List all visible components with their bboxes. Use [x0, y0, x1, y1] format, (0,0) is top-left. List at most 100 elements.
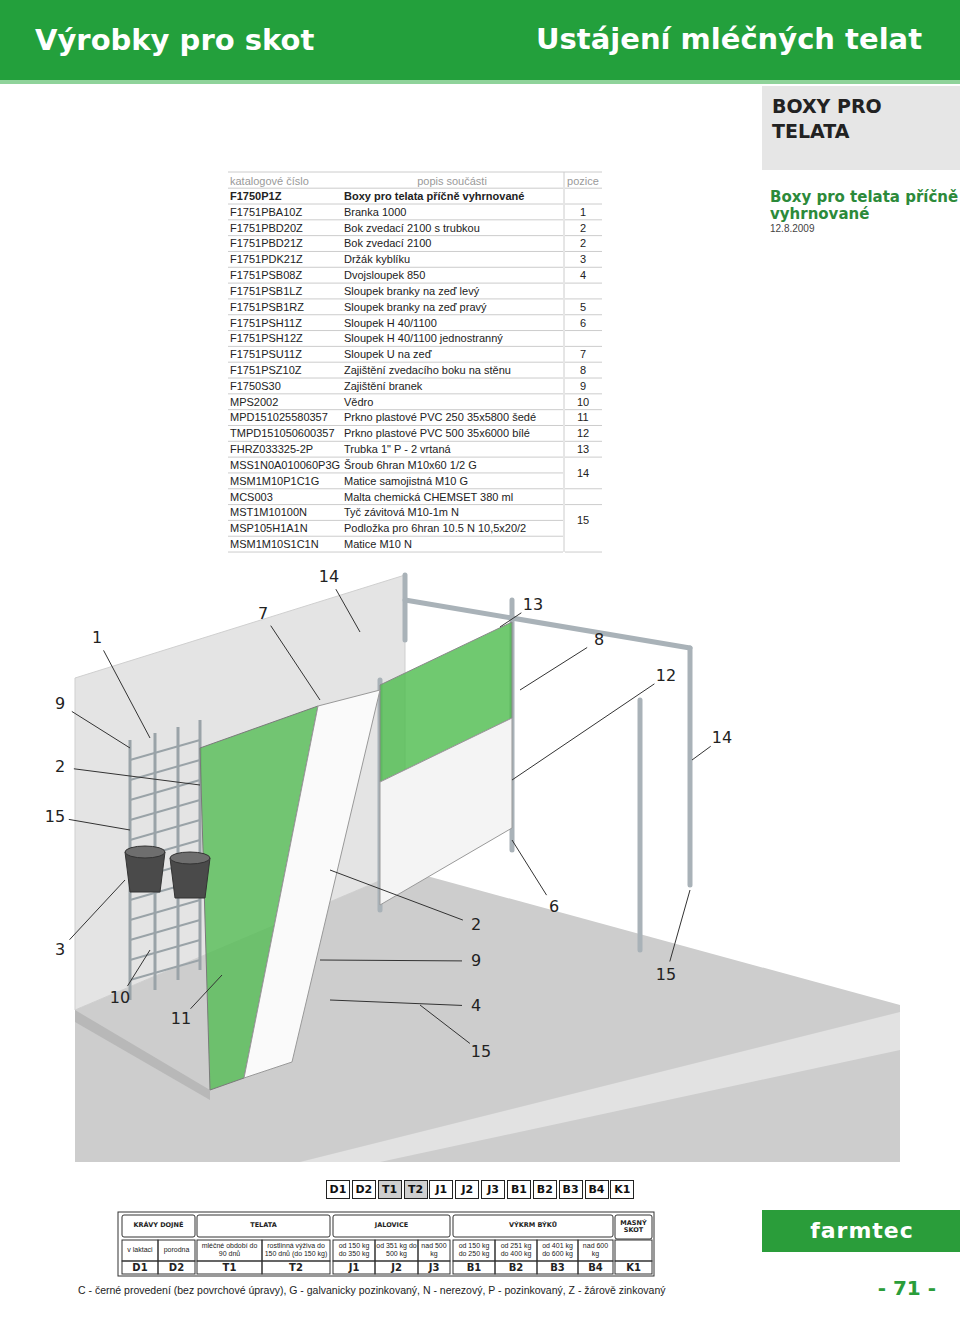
part-description: Tyč závitová M10-1m N: [344, 506, 459, 519]
code-box: B1: [507, 1180, 531, 1199]
category-code: B3: [550, 1262, 565, 1274]
category-range-cell: [615, 1240, 652, 1261]
callout-number: 13: [521, 596, 545, 614]
callout-number: 15: [469, 1043, 493, 1061]
table-rule: [565, 378, 602, 379]
catalog-number: F1751PBD20Z: [230, 221, 303, 234]
callout-number: 6: [547, 898, 561, 916]
table-rule: [228, 552, 563, 553]
table-rule: [228, 457, 563, 458]
table-rule: [228, 283, 563, 284]
callout-number: 14: [710, 729, 734, 747]
category-code-cell: [537, 1261, 578, 1274]
table-rule: [565, 314, 602, 315]
table-rule: [228, 172, 602, 173]
category-code-cell: [453, 1261, 495, 1274]
category-code-cell: [375, 1261, 418, 1274]
code-box: T1: [378, 1180, 402, 1199]
table-rule: [565, 346, 602, 347]
category-code: B2: [509, 1262, 524, 1274]
code-box: J2: [455, 1180, 479, 1199]
part-description: Sloupek H 40/1100 jednostranný: [344, 332, 503, 345]
leader-line: [74, 769, 200, 785]
callout-number: 1: [90, 629, 104, 647]
part-description: Vědro: [344, 395, 373, 408]
gate-rung: [130, 940, 200, 960]
finish-key: C - černé provedení (bez povrchové úprav…: [78, 1284, 665, 1296]
table-rule: [228, 378, 563, 379]
part-description: Sloupek branky na zeď levý: [344, 285, 479, 298]
catalog-number: MPD151025580357: [230, 411, 328, 424]
product-name: Boxy pro telata příčně vyhrnované: [770, 189, 960, 222]
stall-illustration: [125, 846, 165, 858]
leader-line: [520, 647, 587, 690]
catalog-number: F1751PSH11Z: [230, 316, 302, 329]
catalog-number: MST1M10100N: [230, 506, 307, 519]
catalog-number: TMPD151050600357: [230, 427, 335, 440]
table-rule: [565, 251, 602, 252]
gate-rung: [130, 740, 200, 760]
code-text: D2: [355, 1183, 372, 1196]
stall-illustration: [75, 575, 900, 1162]
gate-rung: [130, 920, 200, 940]
part-description: Prkno plastové PVC 250 35x5800 šedé: [344, 411, 536, 424]
category-code: J3: [429, 1262, 440, 1274]
table-rule: [228, 409, 563, 410]
callout-number: 4: [469, 997, 483, 1015]
category-range-cell: [122, 1240, 158, 1261]
leader-line: [512, 840, 547, 895]
part-description: Bok zvedací 2100 s trubkou: [344, 221, 480, 234]
logo-band: [762, 1210, 960, 1252]
table-rule: [228, 251, 563, 252]
table-rule: [228, 346, 563, 347]
category-range: rostlinná výživa do 150 dnů (do 150 kg): [263, 1242, 329, 1259]
callout-number: 9: [469, 952, 483, 970]
column-header: pozice: [567, 175, 599, 188]
gate-rung: [130, 960, 200, 980]
leader-line: [271, 626, 320, 700]
leader-line: [104, 650, 150, 738]
part-description: Branka 1000: [344, 205, 406, 218]
category-code-cell: [158, 1261, 195, 1274]
category-range-cell: [333, 1240, 375, 1261]
category-header: JALOVICE: [334, 1222, 449, 1229]
table-rule: [565, 298, 602, 299]
catalog-number: F1751PBA10Z: [230, 205, 302, 218]
position-number: 3: [580, 253, 586, 266]
category-range: od 150 kg do 250 kg: [454, 1242, 494, 1259]
code-box: J3: [481, 1180, 505, 1199]
callout-number: 7: [256, 605, 270, 623]
callout-number: 8: [592, 631, 606, 649]
leader-line: [320, 960, 462, 962]
position-number: 9: [580, 380, 586, 393]
catalog-number: F1751PBD21Z: [230, 237, 303, 250]
page-number: - 71 -: [878, 1277, 936, 1300]
category-code-cell: [578, 1261, 613, 1274]
page-title: Výrobky pro skot: [35, 23, 314, 57]
callout-number: 12: [654, 667, 678, 685]
category-code-cell: [262, 1261, 330, 1274]
category-range-cell: [158, 1240, 195, 1261]
gate-rung: [130, 780, 200, 800]
leader-line: [70, 880, 125, 940]
code-text: B3: [563, 1183, 579, 1196]
table-rule: [228, 172, 602, 552]
table-rule: [565, 330, 602, 331]
category-code: B1: [467, 1262, 482, 1274]
table-rule: [565, 409, 602, 410]
position-number: 2: [580, 221, 586, 234]
code-box: J1: [429, 1180, 453, 1199]
category-code-cell: [418, 1261, 450, 1274]
table-rule: [565, 488, 602, 489]
category-header-cell: [122, 1215, 195, 1237]
category-range: od 351 kg do 500 kg: [376, 1242, 417, 1259]
table-rule: [228, 298, 563, 299]
category-code: D1: [132, 1262, 147, 1274]
code-text: J1: [436, 1183, 448, 1196]
table-rule: [228, 504, 563, 505]
table-rule: [565, 457, 602, 458]
stall-illustration: [405, 600, 690, 648]
code-text: B2: [537, 1183, 553, 1196]
table-rule: [228, 188, 563, 189]
leader-line: [72, 711, 130, 748]
